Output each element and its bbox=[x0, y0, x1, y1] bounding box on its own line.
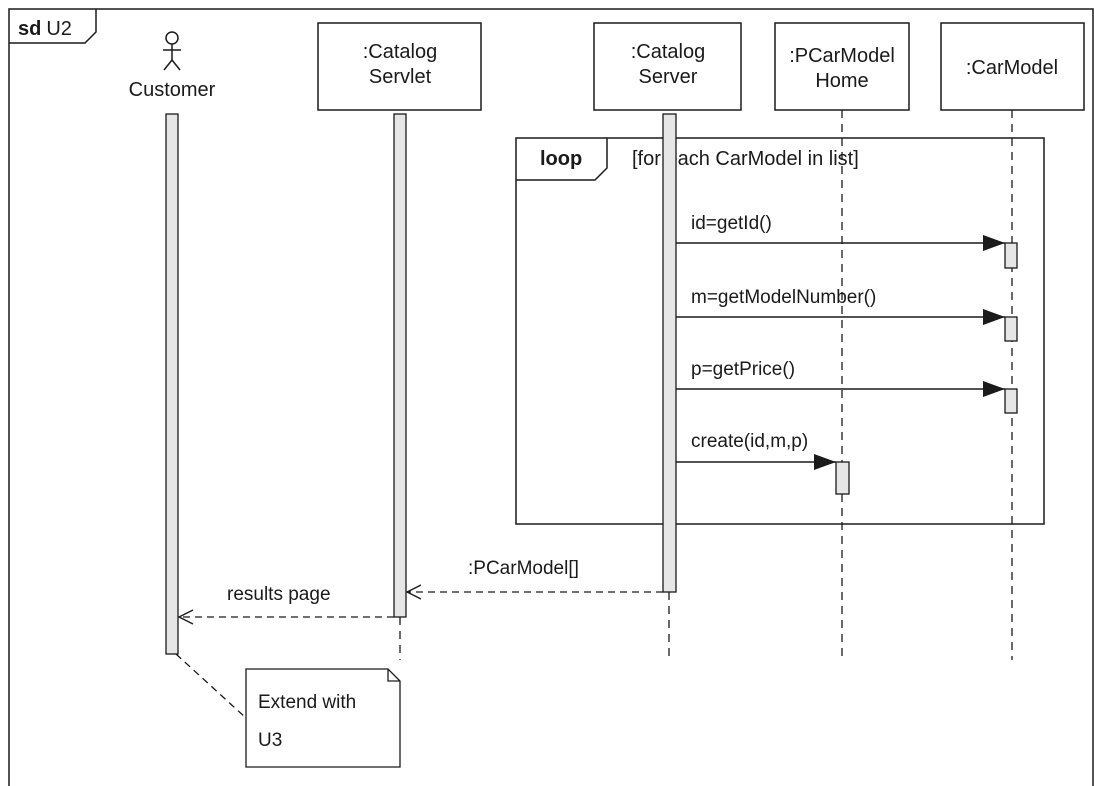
actor-icon bbox=[163, 31, 181, 71]
message-get-id: id=getId() bbox=[676, 213, 1005, 251]
activation-carmodel-1 bbox=[1004, 242, 1018, 269]
activation-bars bbox=[165, 113, 1018, 655]
note-line1: Extend with bbox=[258, 692, 356, 713]
activation-customer bbox=[165, 113, 179, 655]
lifeline-lines bbox=[399, 110, 1013, 660]
message-create-label: create(id,m,p) bbox=[691, 431, 808, 452]
return-results-page-label: results page bbox=[227, 584, 331, 605]
catalog-servlet-line2: Servlet bbox=[369, 66, 432, 88]
message-get-model-number-label: m=getModelNumber() bbox=[691, 287, 876, 308]
loop-guard: [for each CarModel in list] bbox=[632, 148, 859, 170]
activation-catalog-servlet bbox=[393, 113, 407, 618]
catalog-servlet-line1: :Catalog bbox=[363, 41, 438, 63]
return-pcarmodel-array-label: :PCarModel[] bbox=[468, 558, 579, 579]
activation-catalog-server bbox=[662, 113, 677, 593]
lifeline-catalog-server: :Catalog Server bbox=[593, 22, 742, 111]
message-get-model-number: m=getModelNumber() bbox=[676, 287, 1005, 325]
activation-carmodel-3 bbox=[1004, 388, 1018, 414]
activation-pcarmodel-home bbox=[835, 461, 850, 495]
pcarmodel-home-line1: :PCarModel bbox=[789, 45, 895, 67]
frame-name: U2 bbox=[46, 18, 72, 40]
loop-fragment: loop [for each CarModel in list] bbox=[515, 137, 1045, 525]
note-extend: Extend with U3 bbox=[175, 653, 401, 768]
lifeline-carmodel: :CarModel bbox=[940, 22, 1085, 111]
message-get-price-label: p=getPrice() bbox=[691, 359, 795, 380]
pcarmodel-home-line2: Home bbox=[815, 70, 868, 92]
frame-keyword: sd bbox=[18, 18, 41, 40]
actor-label: Customer bbox=[129, 79, 216, 101]
note-connector bbox=[175, 653, 247, 719]
return-pcarmodel-array: :PCarModel[] bbox=[407, 558, 663, 592]
activation-carmodel-2 bbox=[1004, 316, 1018, 342]
return-results-page: results page bbox=[179, 584, 394, 617]
catalog-server-line2: Server bbox=[639, 66, 698, 88]
catalog-server-line1: :Catalog bbox=[631, 41, 706, 63]
lifeline-pcarmodel-home: :PCarModel Home bbox=[774, 22, 910, 111]
actor-customer: Customer bbox=[129, 31, 216, 101]
message-get-id-label: id=getId() bbox=[691, 213, 772, 234]
message-get-price: p=getPrice() bbox=[676, 359, 1005, 397]
loop-keyword: loop bbox=[540, 148, 582, 170]
lifeline-catalog-servlet: :Catalog Servlet bbox=[317, 22, 482, 111]
carmodel-label: :CarModel bbox=[966, 57, 1058, 79]
note-line2: U3 bbox=[258, 730, 282, 751]
message-create: create(id,m,p) bbox=[676, 431, 836, 470]
